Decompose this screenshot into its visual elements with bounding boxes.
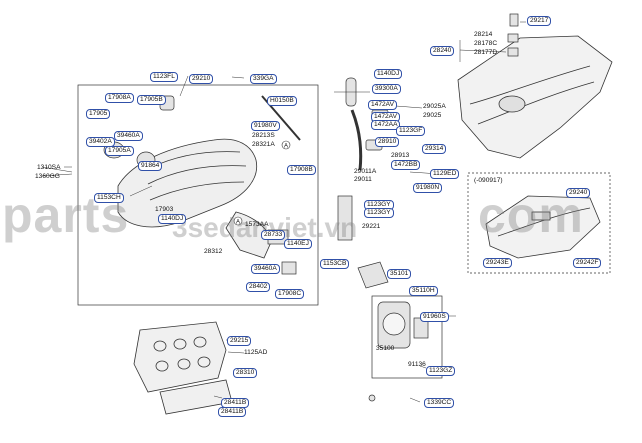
callout-17908C[interactable]: 17908C [275, 289, 305, 299]
callout-39402A[interactable]: 39402A [86, 137, 115, 147]
callout-28321A[interactable]: 28321A [252, 141, 275, 148]
callout-28910[interactable]: 28910 [375, 137, 400, 147]
reference-markers [233, 140, 291, 226]
marker-a-2-label: A [236, 219, 240, 225]
bracket-part [337, 195, 353, 241]
callout-29011[interactable]: 29011 [354, 176, 372, 183]
callout-17905A[interactable]: 17905A [105, 146, 134, 156]
clip-part [507, 47, 519, 57]
callout-28214[interactable]: 28214 [474, 31, 493, 38]
engine-cover-upper [457, 35, 613, 159]
gasket-ring [357, 261, 389, 289]
callout-1140EJ[interactable]: 1140EJ [284, 239, 312, 249]
callout-91864[interactable]: 91864 [138, 161, 163, 171]
callout-variant-date: (-090917) [474, 177, 503, 184]
callout-1472AV[interactable]: 1472AV [368, 100, 397, 110]
callout-1125AD[interactable]: 1125AD [244, 349, 268, 356]
callout-1472BB[interactable]: 1472BB [391, 160, 421, 170]
callout-17903[interactable]: 17903 [155, 206, 174, 213]
callout-28213S[interactable]: 28213S [252, 132, 275, 139]
callout-1573AA[interactable]: 1573AA [245, 221, 269, 228]
variant-cover-frame [467, 172, 611, 274]
callout-17905[interactable]: 17905 [86, 109, 111, 119]
callout-29215[interactable]: 29215 [227, 336, 252, 346]
callout-29242F[interactable]: 29242F [573, 258, 602, 268]
manifold-assembly-frame [77, 84, 319, 306]
callout-91136[interactable]: 91136 [408, 361, 426, 368]
callout-28733[interactable]: 28733 [261, 230, 286, 240]
callout-1472AA[interactable]: 1472AA [371, 120, 401, 130]
callout-91980N[interactable]: 91980N [413, 183, 443, 193]
callout-28177D[interactable]: 28177D [474, 49, 498, 56]
throttle-plate [382, 312, 406, 336]
callout-29243E[interactable]: 29243E [483, 258, 512, 268]
callout-1123GZ[interactable]: 1123GZ [426, 366, 456, 376]
callout-28310[interactable]: 28310 [233, 368, 258, 378]
throttle-body-frame [371, 295, 443, 379]
callout-35110H[interactable]: 35110H [409, 286, 438, 296]
callout-1123GF[interactable]: 1123GF [396, 126, 426, 136]
callout-35101[interactable]: 35101 [387, 269, 412, 279]
callout-39460A-2[interactable]: 39460A [251, 264, 280, 274]
callout-28913[interactable]: 28913 [391, 152, 410, 159]
callout-29314[interactable]: 29314 [422, 144, 447, 154]
lower-gasket [133, 321, 233, 415]
marker-a-1 [281, 140, 291, 150]
callout-29217[interactable]: 29217 [527, 16, 552, 26]
callout-1123FL[interactable]: 1123FL [150, 72, 178, 82]
callout-28402[interactable]: 28402 [246, 282, 271, 292]
grommet-part [507, 33, 519, 43]
callout-29025A[interactable]: 29025A [423, 103, 446, 110]
callout-17908A[interactable]: 17908A [105, 93, 134, 103]
callout-29221[interactable]: 29221 [362, 223, 381, 230]
engine-cover-lower [485, 195, 601, 259]
callout-1153CB[interactable]: 1153CB [320, 259, 350, 269]
callout-H0150B[interactable]: H0150B [267, 96, 297, 106]
callout-29025[interactable]: 29025 [423, 112, 442, 119]
callout-28411B-2[interactable]: 28411B [218, 407, 247, 417]
callout-39300A[interactable]: 39300A [372, 84, 401, 94]
hose-curve [350, 109, 363, 171]
callout-1360GG[interactable]: 1360GG [35, 173, 60, 180]
callout-1140DJ-2[interactable]: 1140DJ [374, 69, 403, 79]
callout-39460A[interactable]: 39460A [114, 131, 143, 141]
marker-a-1-label: A [284, 143, 288, 149]
marker-a-2 [233, 216, 243, 226]
sensor-part [281, 261, 297, 275]
callout-29240[interactable]: 29240 [566, 188, 591, 198]
bolt-part-2 [368, 394, 376, 402]
callout-1339CC[interactable]: 1339CC [424, 398, 455, 408]
callout-1129ED[interactable]: 1129ED [430, 169, 460, 179]
callout-35100[interactable]: 35100 [376, 345, 395, 352]
callout-1310SA[interactable]: 1310SA [37, 164, 61, 171]
callout-1140DJ[interactable]: 1140DJ [158, 214, 187, 224]
callout-1153CH[interactable]: 1153CH [94, 193, 124, 203]
callout-339GA[interactable]: 339GA [250, 74, 277, 84]
callout-29210[interactable]: 29210 [189, 74, 214, 84]
callout-91980V[interactable]: 91980V [251, 121, 280, 131]
callout-28312[interactable]: 28312 [204, 248, 223, 255]
callout-17908B[interactable]: 17908B [287, 165, 316, 175]
callout-28240[interactable]: 28240 [430, 46, 455, 56]
callout-17905B[interactable]: 17905B [137, 95, 166, 105]
callout-91960S[interactable]: 91960S [420, 312, 449, 322]
callout-29011A[interactable]: 29011A [354, 168, 377, 175]
bolt-part [509, 13, 519, 27]
callout-28178C[interactable]: 28178C [474, 40, 498, 47]
callout-1123GY-2[interactable]: 1123GY [364, 208, 394, 218]
